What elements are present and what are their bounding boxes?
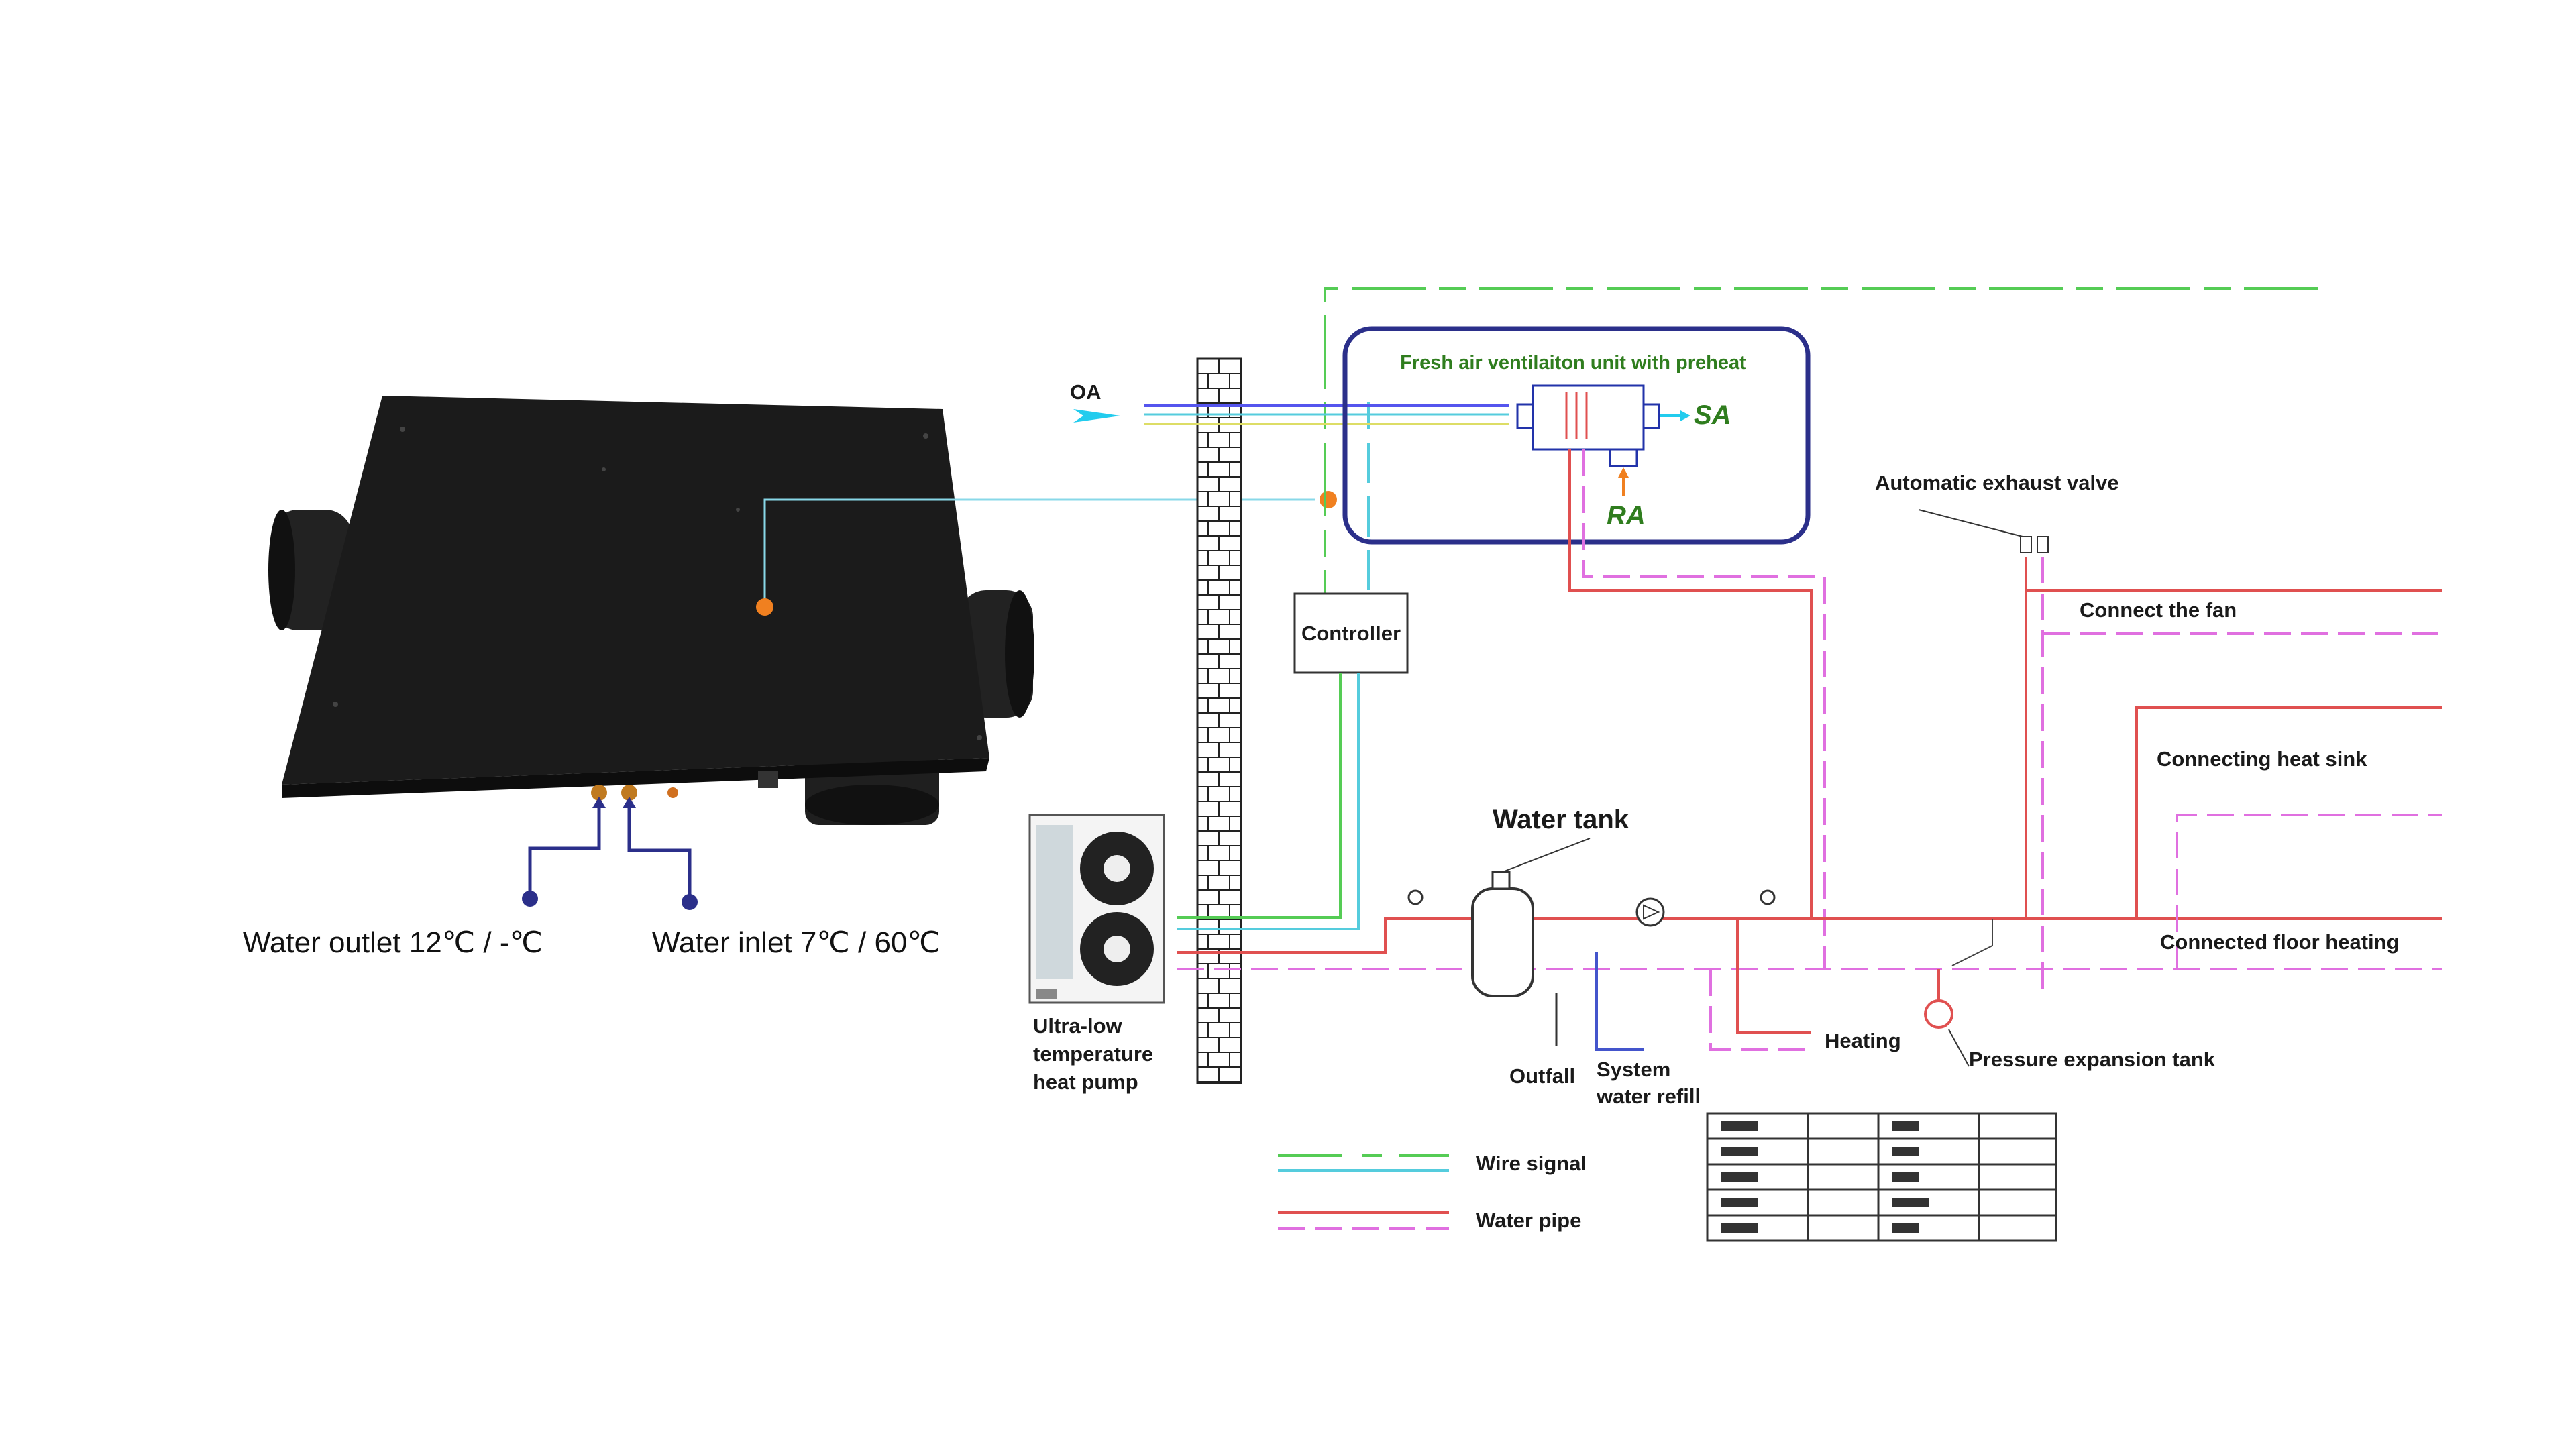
fresh-air-unit-frame — [1342, 326, 1811, 545]
ventilation-unit-photo — [268, 396, 1034, 825]
connect-the-fan-label: Connect the fan — [2080, 598, 2237, 622]
water-outlet-label: Water outlet 12℃ / -℃ — [243, 926, 543, 959]
sa-arrow — [1680, 410, 1690, 421]
legend-wire-signal-label: Wire signal — [1476, 1152, 1587, 1175]
water-inlet-connector — [621, 785, 637, 801]
unit-orange-marker — [756, 598, 773, 616]
exhaust-valve-left — [2020, 536, 2032, 553]
automatic-exhaust-valve-label: Automatic exhaust valve — [1875, 471, 2119, 494]
heat-pump-label-2: temperature — [1033, 1042, 1153, 1066]
pressure-gauge — [1407, 889, 1424, 905]
heat-pump-label-1: Ultra-low — [1033, 1014, 1123, 1038]
heat-pump-label-3: heat pump — [1033, 1070, 1138, 1094]
legend-water-pipe-label: Water pipe — [1476, 1209, 1581, 1232]
legend: Wire signal Water pipe — [1278, 1152, 1587, 1232]
controller-box — [1293, 592, 1409, 674]
fresh-air-unit-title: Fresh air ventilaiton unit with preheat — [1400, 352, 1746, 374]
brick-wall — [1196, 357, 1242, 1084]
symbol-table-glyphs — [1721, 1121, 1929, 1233]
water-outlet-connector — [591, 785, 607, 801]
controller-label: Controller — [1301, 622, 1401, 645]
unit-body — [282, 396, 989, 785]
water-pointers — [528, 803, 692, 902]
connecting-heat-sink-label: Connecting heat sink — [2157, 747, 2367, 771]
exhaust-valve-right — [2037, 536, 2049, 553]
thermometer-gauge — [1760, 889, 1776, 905]
connected-floor-heating-label: Connected floor heating — [2160, 930, 2400, 954]
wire-signal-green-pump — [1177, 673, 1342, 919]
ra-label: RA — [1607, 501, 1646, 530]
water-tank — [1471, 887, 1534, 997]
symbol-table — [1706, 1112, 2057, 1242]
schematic-orange-marker — [1320, 491, 1337, 508]
sa-label: SA — [1694, 400, 1731, 430]
system-water-refill-label-2: water refill — [1596, 1084, 1701, 1108]
pressure-expansion-tank — [1924, 999, 1953, 1029]
wire-signal-green-top — [1324, 287, 2328, 644]
preheat-coil — [1565, 392, 1588, 439]
pressure-expansion-tank-label: Pressure expansion tank — [1969, 1048, 2216, 1071]
oa-label: OA — [1070, 380, 1102, 404]
ra-arrow — [1618, 467, 1629, 478]
fresh-air-unit-box — [1532, 384, 1645, 451]
oa-arrow — [1073, 409, 1120, 423]
heat-pump-unit — [1028, 814, 1165, 1004]
system-water-refill-label-1: System — [1597, 1058, 1670, 1081]
unit-leader-line — [763, 498, 1315, 607]
heating-label: Heating — [1825, 1029, 1901, 1052]
water-tank-label: Water tank — [1493, 805, 1629, 834]
outfall-label: Outfall — [1509, 1064, 1575, 1088]
wire-signal-cyan-pump — [1177, 673, 1360, 930]
water-inlet-label: Water inlet 7℃ / 60℃ — [652, 926, 941, 959]
water-pipes — [1177, 449, 2442, 1051]
